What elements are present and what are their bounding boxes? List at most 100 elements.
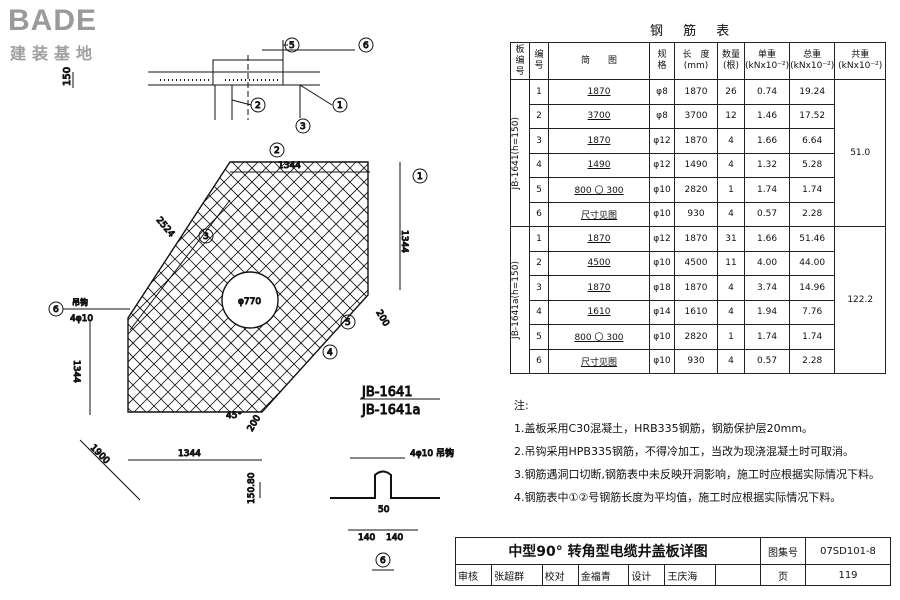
cell-spec: φ12 <box>649 152 675 178</box>
dim-150: 150 <box>62 67 73 86</box>
cell-unit: 1.66 <box>743 128 791 154</box>
cell-count: 31 <box>717 226 745 252</box>
cell-length: 3700 <box>674 103 718 129</box>
rebar-line <box>128 162 161 412</box>
cell-no: 5 <box>529 324 549 350</box>
hdr-sum: 共重(kNx10⁻²) <box>834 42 887 80</box>
cell-count: 1 <box>717 324 745 350</box>
callout-1b: 1 <box>417 172 423 182</box>
rebar-line <box>0 120 62 440</box>
angle-45: 45° <box>226 411 242 421</box>
hdr-unit: 单重(kNx10⁻²) <box>743 42 791 80</box>
cell-spec: φ10 <box>649 177 675 203</box>
cell-sketch: 800 〇 300 <box>548 324 650 350</box>
cell-total: 19.24 <box>789 79 836 105</box>
rebar-line <box>0 120 104 440</box>
cell-unit: 1.46 <box>743 103 791 129</box>
callout-6a: 6 <box>363 41 369 51</box>
hdr-spec: 规格 <box>649 42 675 80</box>
cell-no: 2 <box>529 250 549 276</box>
rebar-line <box>470 120 510 440</box>
cell-unit: 0.57 <box>743 348 791 374</box>
cell-no: 6 <box>529 201 549 227</box>
notes: 注: 1.盖板采用C30混凝土，HRB335钢筋，钢筋保护层20mm。 2.吊钩… <box>514 394 880 509</box>
hdr-no: 编号 <box>529 42 549 80</box>
cell-no: 4 <box>529 299 549 325</box>
rebar-line <box>0 120 76 440</box>
cell-length: 930 <box>674 201 718 227</box>
detail-spec: 4φ10 吊钩 <box>410 447 454 459</box>
dim-1900: 1900 <box>88 443 111 466</box>
detail-140a: 140 <box>358 533 375 543</box>
dim-200a: 200 <box>373 309 390 329</box>
cell-length: 1870 <box>674 275 718 301</box>
designer: 王庆海 <box>664 564 716 586</box>
rebar-line <box>128 162 259 412</box>
rebar-line <box>175 162 368 412</box>
rebar-line <box>128 162 368 412</box>
hdr-count: 数量(根) <box>717 42 745 80</box>
rebar-line <box>128 162 287 412</box>
rebar-line <box>0 120 90 440</box>
cell-sketch: 1490 <box>548 152 650 178</box>
rebar-line <box>0 120 48 440</box>
note-item: 3.钢筋遇洞口切断,钢筋表中未反映开洞影响，施工时应根据实际情况下料。 <box>514 468 880 481</box>
reviewer: 张超群 <box>491 564 543 586</box>
rebar-line <box>128 162 189 412</box>
dim-1344-top: 1344 <box>278 161 301 171</box>
rebar-line <box>498 120 510 440</box>
cell-count: 11 <box>717 250 745 276</box>
cell-sketch: 1870 <box>548 128 650 154</box>
sum-weight: 122.2 <box>834 226 887 374</box>
cell-no: 6 <box>529 348 549 374</box>
cell-no: 1 <box>529 79 549 105</box>
rebar-line <box>329 162 368 412</box>
callout-6b: 6 <box>53 305 59 315</box>
cell-length: 930 <box>674 348 718 374</box>
plan-callouts: 2 1 3 5 4 6 吊钩 4φ10 <box>48 142 428 360</box>
rebar-line <box>259 162 368 412</box>
cell-count: 26 <box>717 79 745 105</box>
plate-id: JB-1641(h=150) <box>510 79 530 227</box>
cell-spec: φ10 <box>649 201 675 227</box>
cell-sketch: 1870 <box>548 79 650 105</box>
callout-4b: 4 <box>327 348 333 358</box>
cell-no: 3 <box>529 275 549 301</box>
plate-label-1: JB-1641 <box>361 385 413 400</box>
cell-total: 51.46 <box>789 226 836 252</box>
notes-heading: 注: <box>514 399 529 412</box>
checker: 金福青 <box>577 564 630 586</box>
rebar-line <box>301 162 368 412</box>
rebar-line <box>315 162 368 412</box>
rebar-line <box>128 162 217 412</box>
hook-label: 吊钩 <box>72 297 88 307</box>
rebar-line <box>456 120 510 440</box>
cell-spec: φ8 <box>649 103 675 129</box>
cell-length: 4500 <box>674 250 718 276</box>
rebar-line <box>484 120 510 440</box>
title-block: 中型90° 转角型电缆井盖板详图 图集号 07SD101-8 审核 张超群 校对… <box>454 537 891 586</box>
rebar-line <box>315 162 368 412</box>
rebar-line <box>0 120 90 440</box>
plate-id: JB-1641a(h=150) <box>510 226 530 374</box>
rebar-line <box>0 120 62 440</box>
rebar-line <box>0 120 118 440</box>
rebar-line <box>128 162 245 412</box>
callout-5a: 5 <box>289 41 295 51</box>
cell-length: 2820 <box>674 324 718 350</box>
cell-count: 12 <box>717 103 745 129</box>
rebar-line <box>428 120 510 440</box>
logo-text: BADE <box>8 4 98 37</box>
cell-count: 4 <box>717 299 745 325</box>
atlas-label: 图集号 <box>760 537 806 565</box>
cell-total: 2.28 <box>789 348 836 374</box>
page-no: 119 <box>805 564 891 586</box>
